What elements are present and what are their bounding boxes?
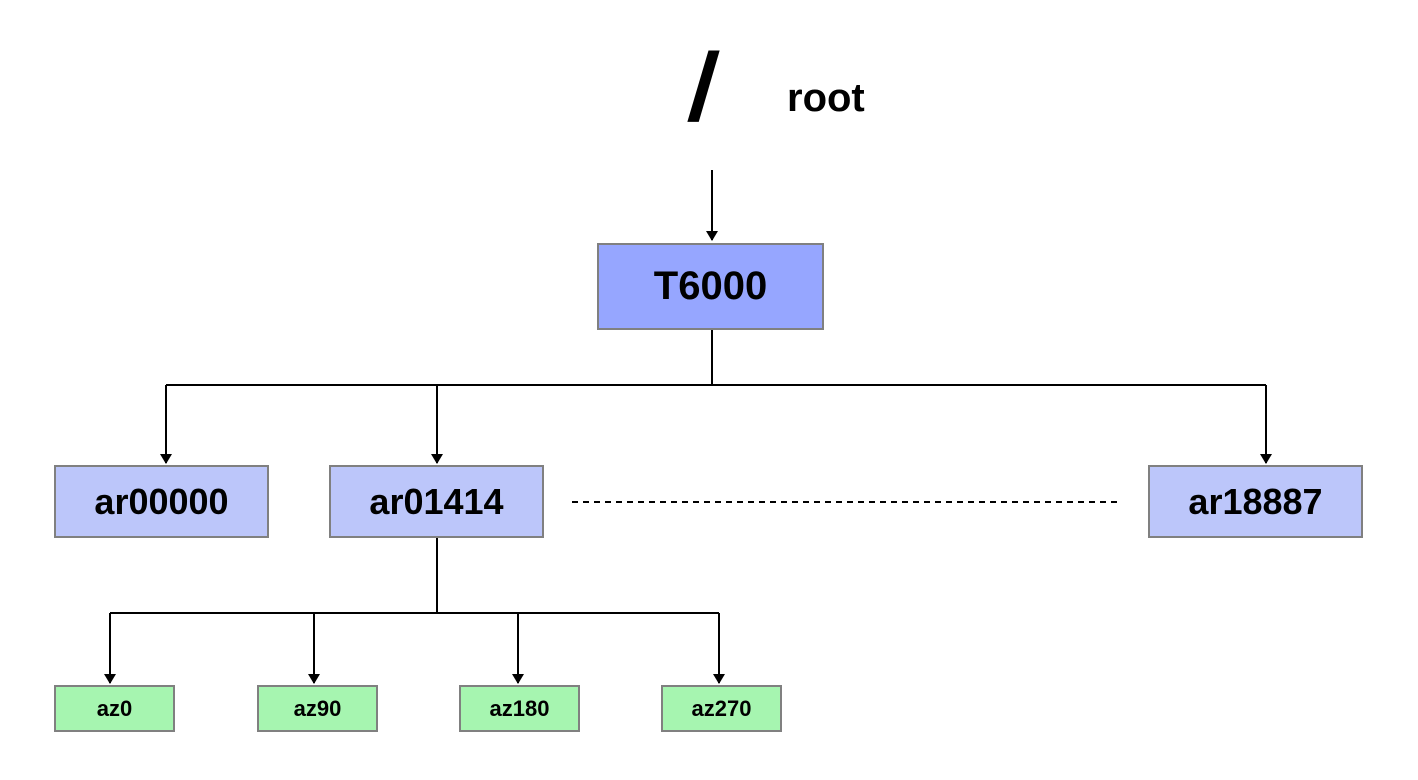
node-az270: az270 <box>661 685 782 732</box>
node-az0: az0 <box>54 685 175 732</box>
node-ar01414: ar01414 <box>329 465 544 538</box>
root-label: root <box>787 76 865 120</box>
node-ar18887: ar18887 <box>1148 465 1363 538</box>
node-t6000: T6000 <box>597 243 824 330</box>
node-ar00000: ar00000 <box>54 465 269 538</box>
node-az180: az180 <box>459 685 580 732</box>
node-az90: az90 <box>257 685 378 732</box>
